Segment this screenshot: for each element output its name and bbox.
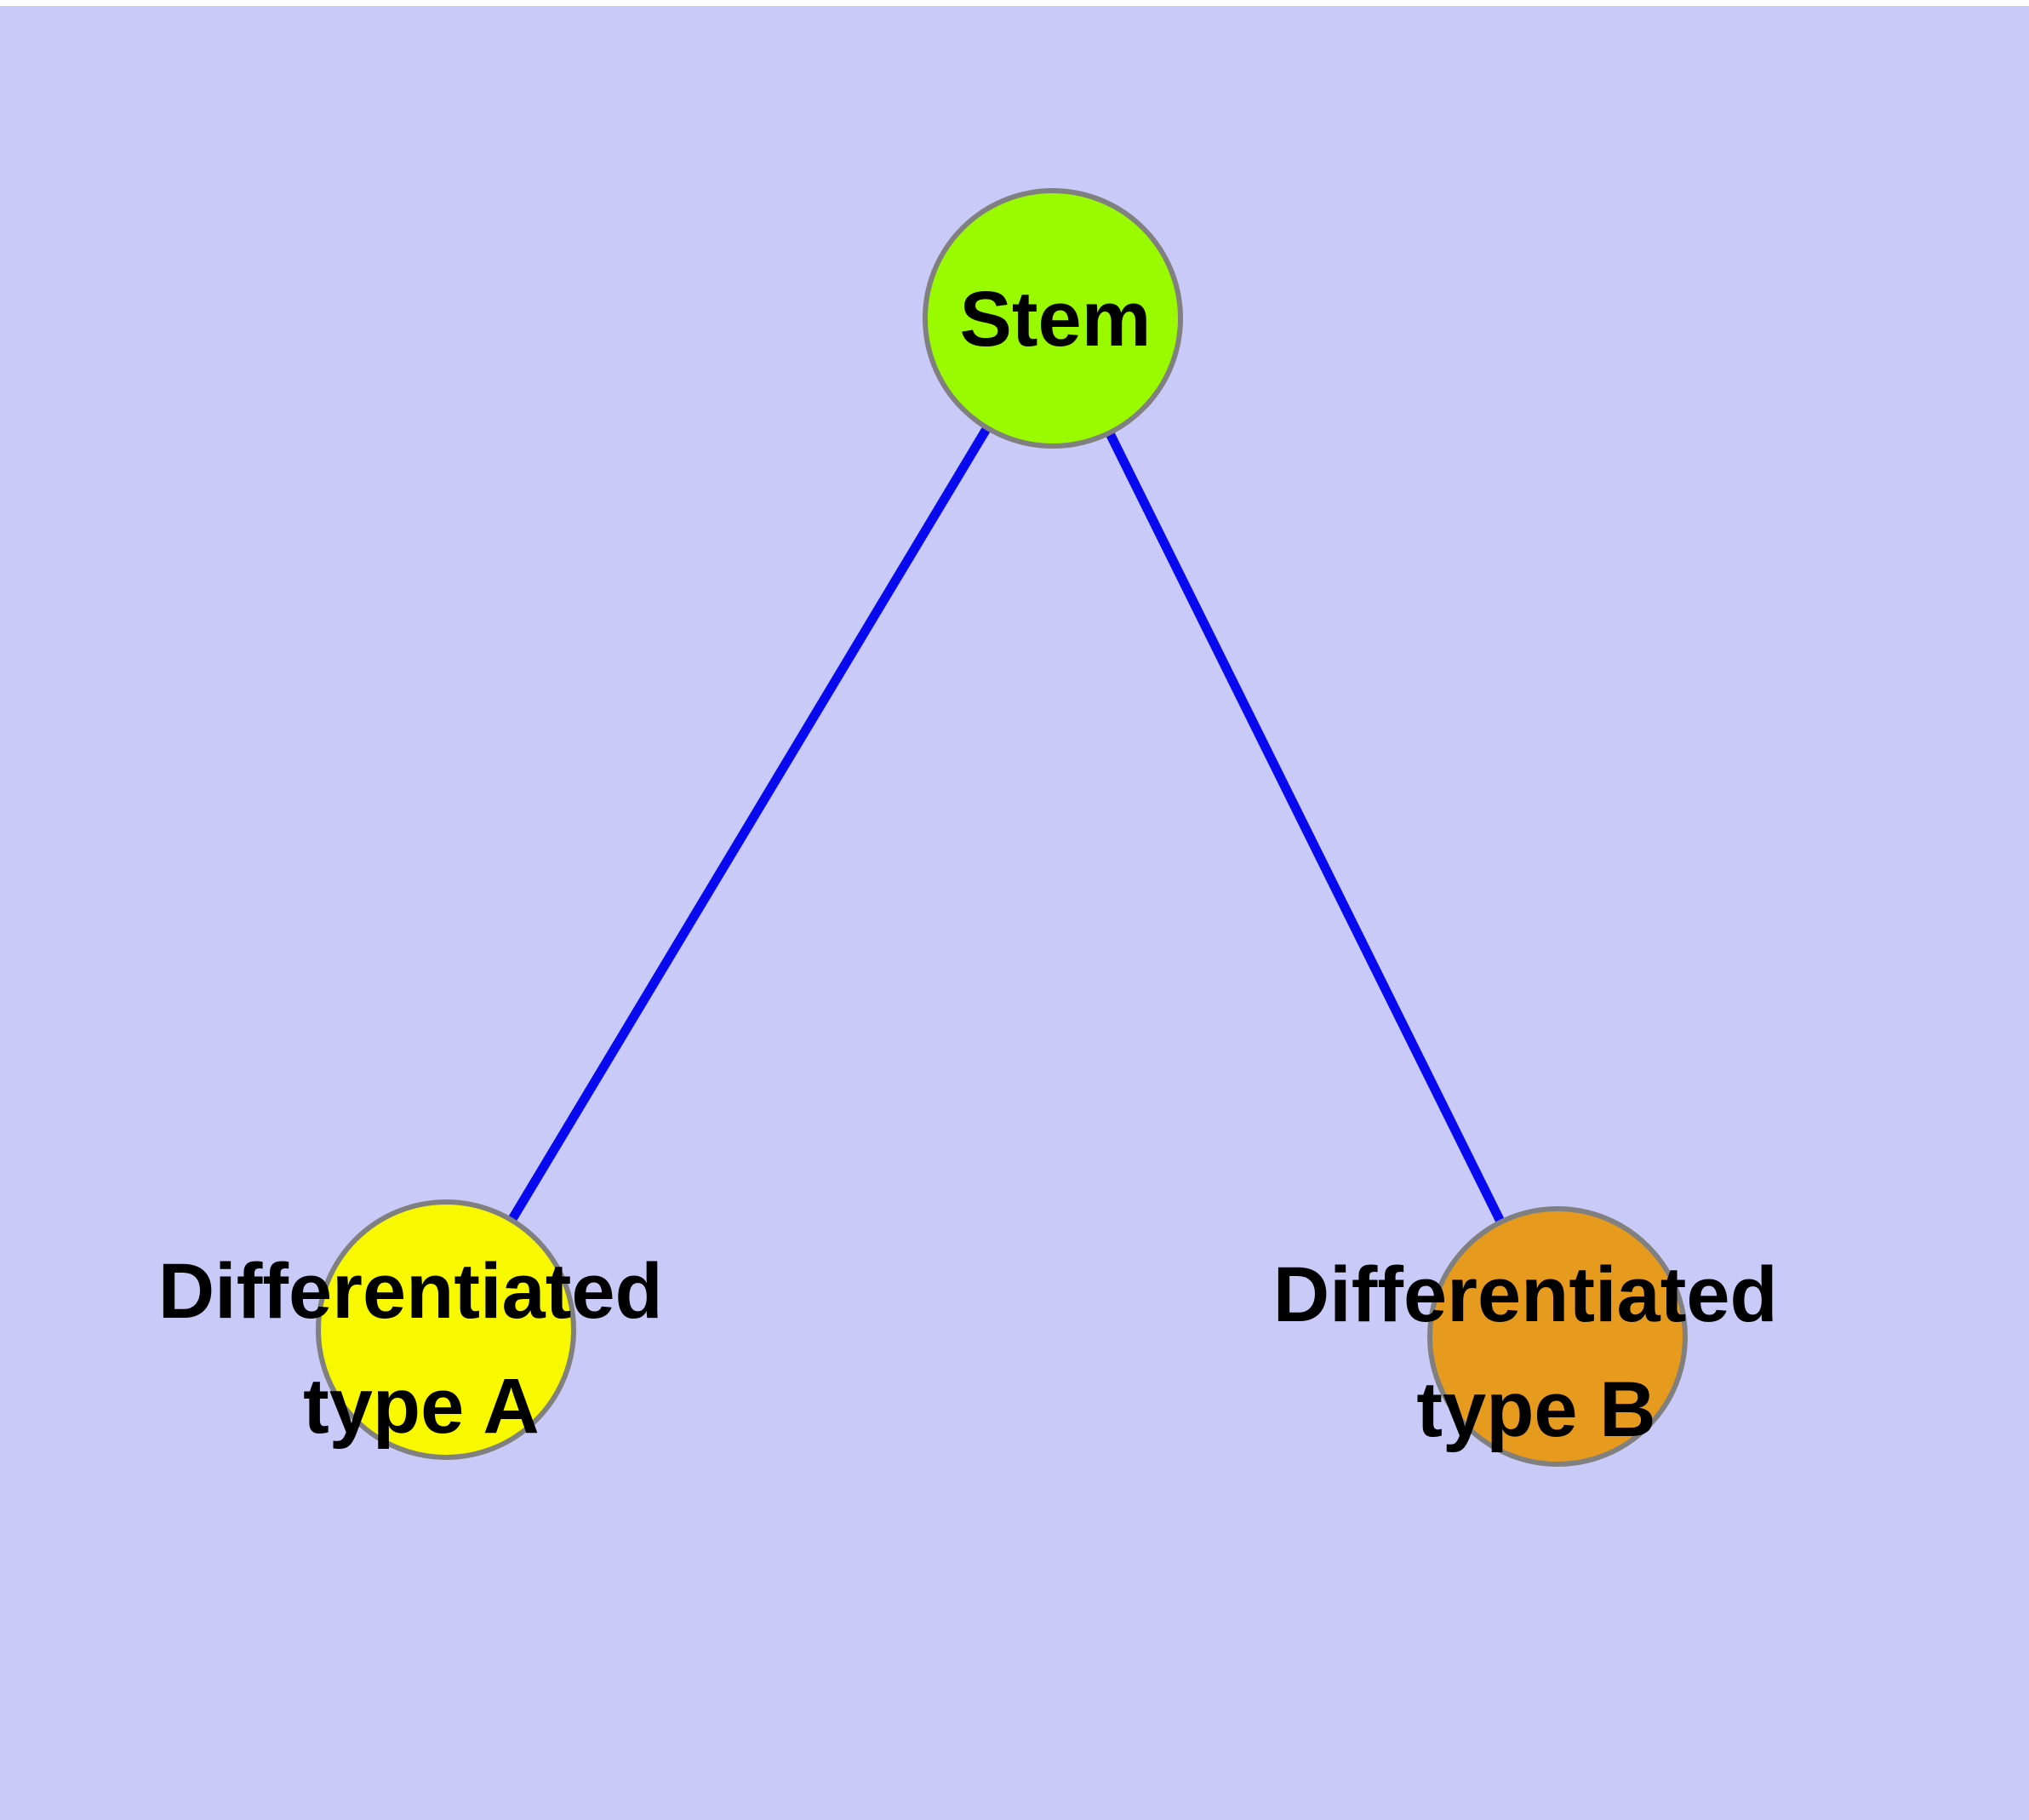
node-stem bbox=[923, 188, 1183, 449]
node-stem-label: Stem bbox=[960, 276, 1152, 363]
node-type-a-label: Differentiated type A bbox=[158, 1248, 685, 1450]
node-type-b-label-line2: type B bbox=[1416, 1366, 1655, 1453]
node-type-b-label: Differentiated type B bbox=[1273, 1251, 1800, 1453]
edge-stem-to-type-a bbox=[442, 316, 1057, 1332]
node-differentiated-type-b bbox=[1427, 1206, 1688, 1467]
node-type-a-label-line2: type A bbox=[303, 1363, 540, 1450]
node-type-b-label-line1: Differentiated bbox=[1273, 1251, 1778, 1338]
node-type-a-label-line1: Differentiated bbox=[158, 1248, 663, 1335]
node-differentiated-type-a bbox=[316, 1199, 576, 1460]
edge-stem-to-type-b bbox=[1049, 316, 1562, 1339]
